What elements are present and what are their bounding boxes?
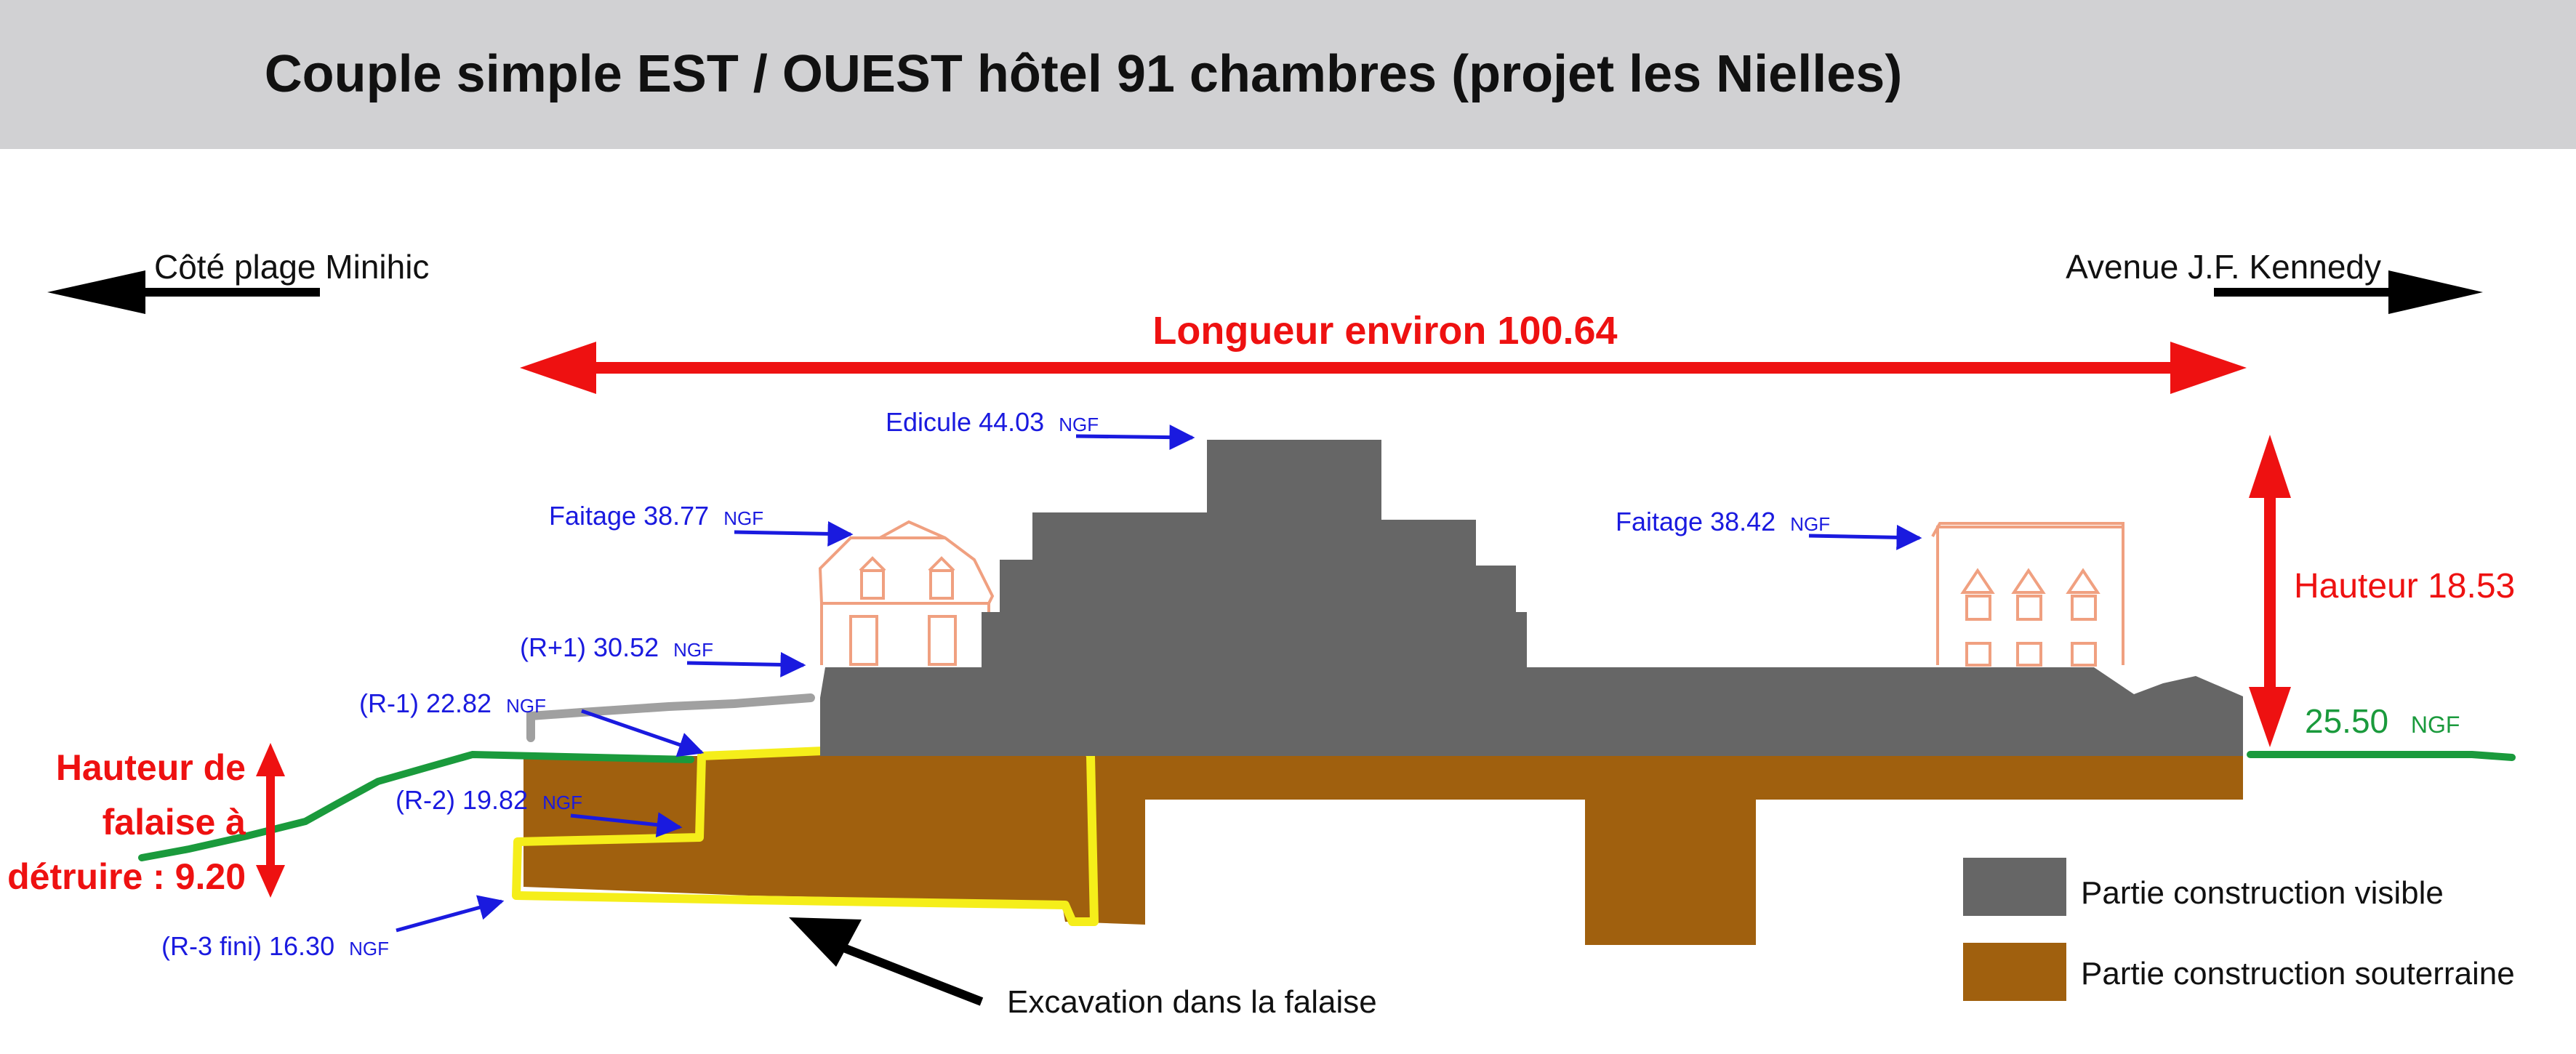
- neighbour-house-left: [818, 520, 995, 666]
- level-label: (R-2) 19.82: [396, 785, 528, 815]
- legend-swatch-underground: [1963, 943, 2066, 1001]
- level-pointer: [396, 895, 505, 933]
- level-pointer: [581, 709, 705, 757]
- legend-swatch-visible: [1963, 858, 2066, 916]
- level-unit: NGF: [349, 938, 389, 960]
- direction-arrow-left: [47, 270, 320, 314]
- existing-structure-outline: [526, 693, 815, 742]
- height-arrow: [2249, 435, 2291, 747]
- level-label: Faitage 38.42: [1616, 507, 1775, 536]
- ground-right-unit: NGF: [2411, 712, 2460, 738]
- level-label: (R-1) 22.82: [359, 688, 491, 718]
- svg-text:Faitage 38.42 NGF: Faitage 38.42 NGF: [1616, 507, 1830, 536]
- direction-label-right: Avenue J.F. Kennedy: [2066, 248, 2381, 286]
- cliff-label-line3: détruire : 9.20: [7, 856, 246, 897]
- level-label: (R-3 fini) 16.30: [161, 931, 334, 961]
- neighbour-house-right: [1931, 522, 2124, 667]
- cliff-height-label: Hauteur de falaise à détruire : 9.20: [7, 747, 246, 897]
- svg-text:Edicule 44.03 NGF: Edicule 44.03 NGF: [886, 407, 1099, 437]
- level-edicule: Edicule 44.03 NGF: [886, 407, 1195, 451]
- underground-construction: [523, 752, 2243, 945]
- svg-text:(R-3 fini) 16.30 NGF: (R-3 fini) 16.30 NGF: [161, 931, 389, 961]
- level-pointer: [686, 651, 806, 677]
- cliff-label-line1: Hauteur de: [56, 747, 246, 788]
- cliff-label-line2: falaise à: [103, 802, 246, 842]
- level-label: (R+1) 30.52: [520, 632, 659, 662]
- legend-label-visible: Partie construction visible: [2081, 875, 2444, 911]
- svg-text:(R-2) 19.82 NGF: (R-2) 19.82 NGF: [396, 785, 582, 815]
- level-pointer: [1808, 524, 1922, 550]
- direction-arrow-right: [2214, 270, 2483, 314]
- level-unit: NGF: [542, 792, 582, 813]
- cliff-height-arrow: [256, 743, 285, 898]
- level-pointer: [570, 812, 683, 838]
- excavation-arrow: [789, 917, 984, 1006]
- svg-text:Faitage 38.77 NGF: Faitage 38.77 NGF: [549, 501, 763, 531]
- level-pointer: [1075, 425, 1195, 451]
- title-bar: [0, 0, 2576, 149]
- legend: Partie construction visible Partie const…: [1963, 858, 2515, 1001]
- level-r-minus-3: (R-3 fini) 16.30 NGF: [161, 895, 505, 961]
- ground-right-value: 25.50 NGF: [2305, 702, 2460, 740]
- direction-label-left: Côté plage Minihic: [154, 248, 429, 286]
- length-arrow: [520, 342, 2247, 394]
- length-label: Longueur environ 100.64: [1152, 309, 1617, 353]
- level-r-minus-1: (R-1) 22.82 NGF: [359, 688, 705, 757]
- level-unit: NGF: [1059, 414, 1099, 435]
- legend-label-underground: Partie construction souterraine: [2081, 956, 2515, 991]
- level-faitage-right: Faitage 38.42 NGF: [1616, 507, 1922, 550]
- level-unit: NGF: [673, 639, 713, 661]
- visible-construction: [820, 440, 2243, 756]
- svg-text:(R-1) 22.82 NGF: (R-1) 22.82 NGF: [359, 688, 546, 718]
- ground-right-number: 25.50: [2305, 702, 2388, 740]
- level-faitage-left: Faitage 38.77 NGF: [549, 501, 854, 547]
- page-title: Couple simple EST / OUEST hôtel 91 chamb…: [264, 45, 1903, 103]
- level-unit: NGF: [506, 695, 546, 717]
- level-unit: NGF: [1790, 513, 1830, 535]
- level-label: Edicule 44.03: [886, 407, 1044, 437]
- level-unit: NGF: [723, 507, 763, 529]
- level-label: Faitage 38.77: [549, 501, 709, 531]
- ground-line-left: [138, 750, 694, 861]
- excavation-label: Excavation dans la falaise: [1007, 984, 1377, 1020]
- ground-line-right: [2247, 751, 2516, 761]
- svg-text:(R+1) 30.52 NGF: (R+1) 30.52 NGF: [520, 632, 713, 662]
- height-label: Hauteur 18.53: [2294, 567, 2515, 606]
- level-r-plus-1: (R+1) 30.52 NGF: [520, 632, 806, 677]
- level-r-minus-2: (R-2) 19.82 NGF: [396, 785, 683, 838]
- level-pointer: [734, 520, 854, 547]
